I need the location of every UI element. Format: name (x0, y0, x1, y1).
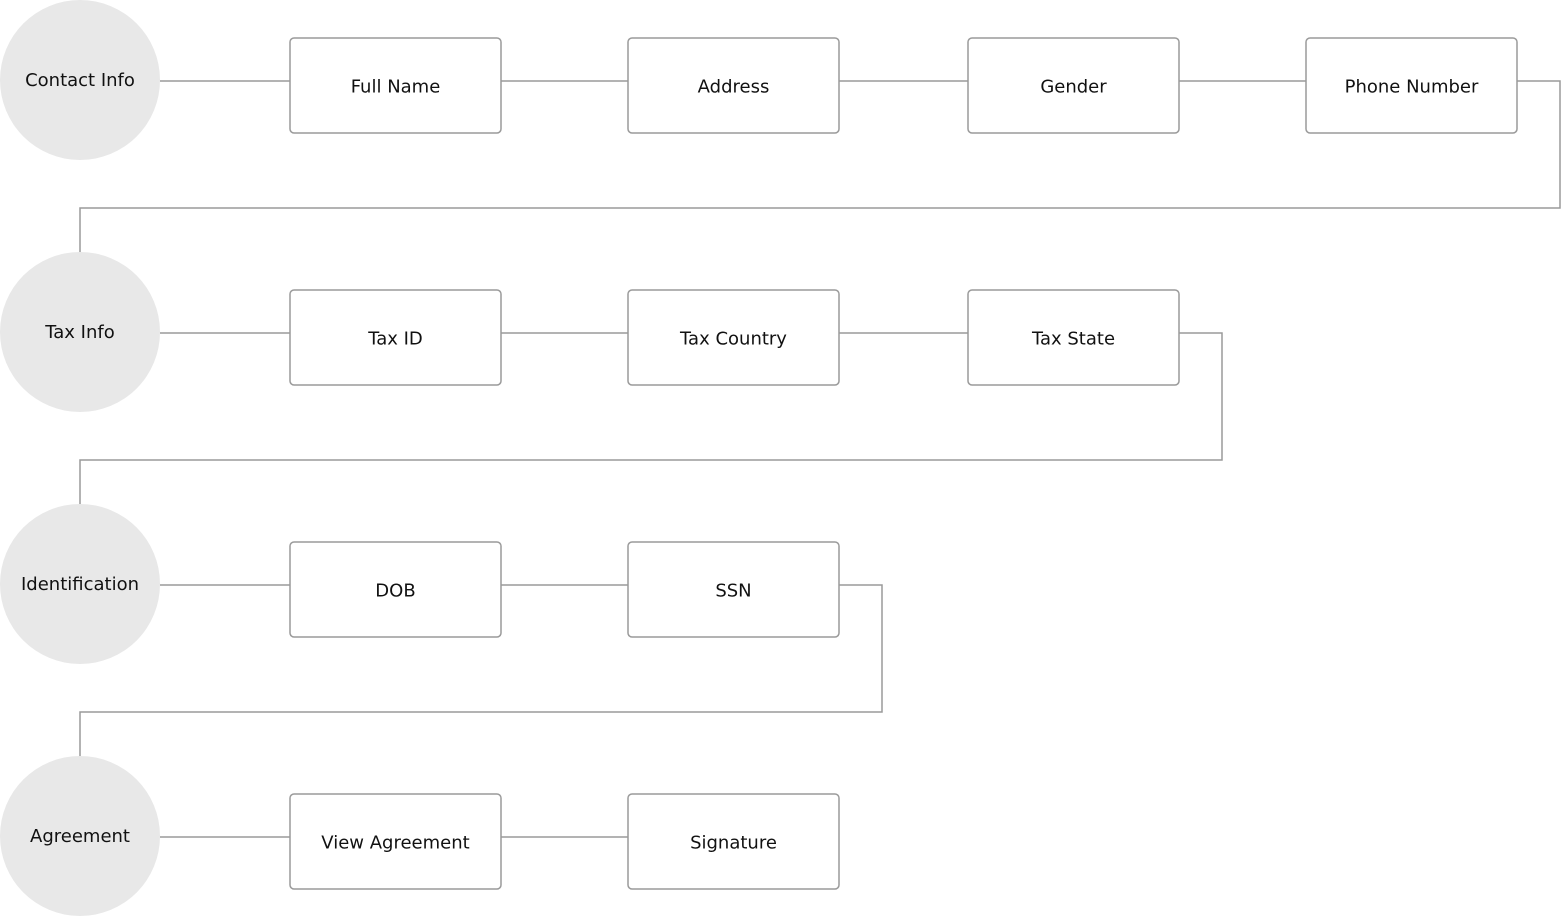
step-box-frame (627, 541, 840, 638)
section-label: Tax Info (44, 322, 115, 343)
step-box-gender[interactable]: Gender (967, 37, 1180, 134)
section-node-tax-info[interactable]: Tax Info (0, 252, 160, 412)
step-label: Tax State (1031, 329, 1115, 350)
step-box-ssn[interactable]: SSN (627, 541, 840, 638)
step-box-frame (627, 793, 840, 890)
section-node-identification[interactable]: Identification (0, 504, 160, 664)
wrap-connector (79, 584, 883, 756)
step-box-signature[interactable]: Signature (627, 793, 840, 890)
nodes-layer: Contact Info Full Name Address Gender Phone … (0, 0, 1518, 916)
section-circle (0, 756, 160, 916)
step-label: Signature (690, 833, 777, 854)
step-box-tax-state[interactable]: Tax State (967, 289, 1180, 386)
step-label: View Agreement (321, 833, 469, 854)
step-label: Tax ID (367, 329, 423, 350)
section-circle (0, 0, 160, 160)
step-box-view-agreement[interactable]: View Agreement (289, 793, 502, 890)
step-label: Phone Number (1345, 77, 1479, 98)
step-box-full-name[interactable]: Full Name (289, 37, 502, 134)
step-label: Gender (1040, 77, 1107, 98)
step-box-frame (1305, 37, 1518, 134)
step-box-address[interactable]: Address (627, 37, 840, 134)
step-box-frame (289, 289, 502, 386)
wrap-connector (79, 332, 1223, 504)
step-box-frame (627, 289, 840, 386)
step-box-dob[interactable]: DOB (289, 541, 502, 638)
step-box-frame (967, 289, 1180, 386)
step-label: Address (698, 77, 770, 98)
step-label: SSN (715, 581, 751, 602)
connectors-layer (79, 80, 1561, 838)
section-node-contact-info[interactable]: Contact Info (0, 0, 160, 160)
step-label: Full Name (351, 77, 441, 98)
section-circle (0, 252, 160, 412)
step-label: DOB (375, 581, 415, 602)
wrap-connector (79, 80, 1561, 252)
step-box-frame (967, 37, 1180, 134)
step-box-tax-id[interactable]: Tax ID (289, 289, 502, 386)
section-label: Contact Info (25, 70, 135, 91)
step-box-phone-number[interactable]: Phone Number (1305, 37, 1518, 134)
step-box-frame (289, 793, 502, 890)
section-label: Identification (21, 574, 139, 595)
section-circle (0, 504, 160, 664)
step-label: Tax Country (679, 329, 787, 350)
step-box-tax-country[interactable]: Tax Country (627, 289, 840, 386)
section-node-agreement[interactable]: Agreement (0, 756, 160, 916)
step-box-frame (289, 541, 502, 638)
step-box-frame (627, 37, 840, 134)
section-label: Agreement (30, 826, 130, 847)
step-box-frame (289, 37, 502, 134)
